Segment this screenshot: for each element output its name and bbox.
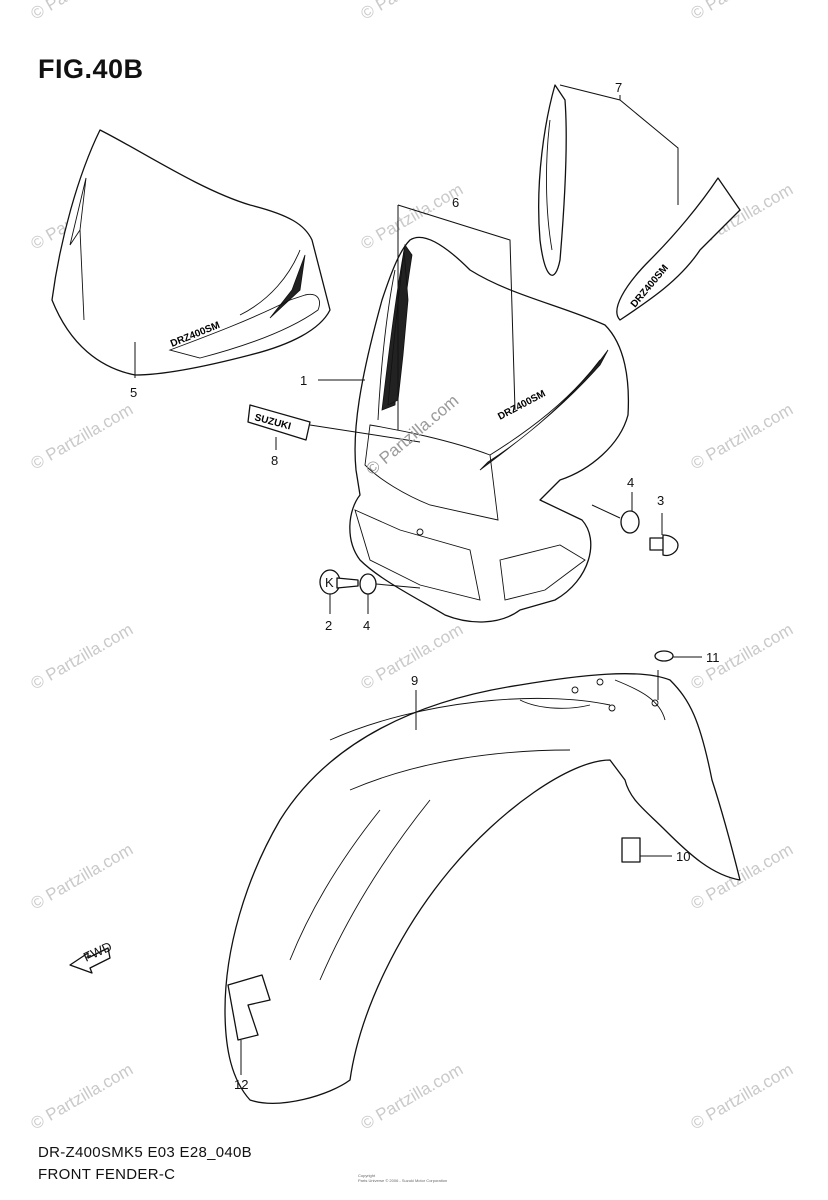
fwd-arrow: FWD	[69, 939, 114, 974]
callout-labels: 1 2 3 4 4 5 6 7 8 9 10 11 12	[130, 80, 720, 1092]
leader-lines	[134, 84, 702, 1075]
copyright-line-2: Parts Universe © 2006 - Suzuki Motor Cor…	[358, 1178, 448, 1183]
watermark: © Partzilla.com	[28, 1060, 137, 1134]
watermark: © Partzilla.com	[358, 0, 467, 23]
model-code: DR-Z400SMK5 E03 E28_040B	[38, 1144, 252, 1161]
watermark: © Partzilla.com	[688, 620, 797, 694]
watermark: © Partzilla.com	[28, 620, 137, 694]
callout-4b: 4	[363, 618, 370, 633]
bolt-mark: K	[325, 575, 334, 590]
part-9-front-fender	[224, 673, 741, 1104]
callout-11: 11	[706, 650, 720, 665]
watermark: © Partzilla.com	[28, 400, 137, 474]
callout-5: 5	[130, 385, 137, 400]
part-7-side-decals: DRZ400SM	[538, 84, 741, 321]
callout-3: 3	[657, 493, 664, 508]
part-8-suzuki-emblem: SUZUKI	[247, 404, 311, 441]
watermark: © Partzilla.com	[28, 0, 137, 23]
callout-8: 8	[271, 453, 278, 468]
copyright-notice: Copyright Parts Universe © 2006 - Suzuki…	[358, 1173, 447, 1183]
callout-9: 9	[411, 673, 418, 688]
callout-1: 1	[300, 373, 307, 388]
callout-7: 7	[615, 80, 622, 95]
callout-4a: 4	[627, 475, 634, 490]
callout-2: 2	[325, 618, 332, 633]
watermark: © Partzilla.com	[688, 1060, 797, 1134]
watermark: © Partzilla.com	[358, 1060, 467, 1134]
hardware-group: K	[319, 510, 679, 863]
callout-10: 10	[676, 849, 690, 864]
part-1-headlight-cowl: DRZ400SM	[349, 236, 630, 623]
watermark: © Partzilla.com	[688, 400, 797, 474]
part-5-visor: DRZ400SM	[51, 129, 331, 376]
watermark: © Partzilla.com	[688, 0, 797, 23]
callout-12: 12	[234, 1077, 248, 1092]
section-name: FRONT FENDER-C	[38, 1166, 176, 1183]
watermark: © Partzilla.com	[28, 840, 137, 914]
figure-title: FIG.40B	[38, 54, 144, 84]
callout-6: 6	[452, 195, 459, 210]
copyright-line-1: Copyright	[358, 1173, 376, 1178]
